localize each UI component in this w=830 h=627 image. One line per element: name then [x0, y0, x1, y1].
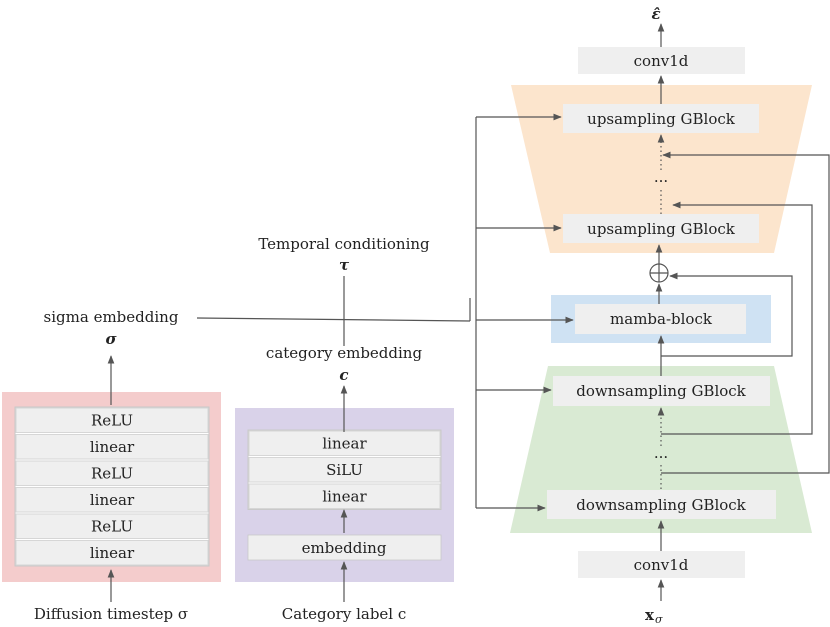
category-symbol: c [339, 366, 348, 384]
sigma-layer-label-5: linear [90, 544, 135, 562]
sigma-layer-label-3: linear [90, 491, 135, 509]
epsilon-hat-output: ε̂ [651, 5, 660, 23]
downsampling-gblock-bottom-label: downsampling GBlock [576, 496, 746, 514]
conv1d-top-label: conv1d [634, 52, 689, 70]
sigma-layer-4 [15, 513, 209, 539]
down-ellipsis: ... [654, 444, 668, 462]
downsampling-gblock-top-label: downsampling GBlock [576, 382, 746, 400]
sigma-layer-5 [15, 540, 209, 566]
sigma-layer-label-2: ReLU [91, 464, 133, 482]
sigma-layer-label-4: ReLU [91, 517, 133, 535]
category-embedding-label: category embedding [266, 344, 423, 362]
x-sigma-input: x [645, 606, 655, 624]
sigma-layer-label-1: linear [90, 438, 135, 456]
embedding-block [247, 534, 442, 561]
diffusion-timestep-label: Diffusion timestep σ [34, 605, 188, 623]
up-ellipsis: ... [654, 168, 668, 186]
category-layer-label-0: linear [322, 434, 367, 452]
conv1d-bottom-block [578, 551, 745, 578]
upsampling-gblock-bottom-label: upsampling GBlock [587, 220, 736, 238]
category-layer-label-2: linear [322, 487, 367, 505]
sigma-bus-line [196, 317, 471, 322]
embedding-label: embedding [302, 539, 387, 557]
category-layer-1 [248, 457, 441, 483]
sigma-stack-frame [14, 406, 210, 567]
skip-connection-outer [661, 151, 830, 474]
mamba-block [575, 304, 746, 334]
category-layer-label-1: SiLU [326, 461, 363, 479]
downsampling-gblock-top [553, 376, 770, 406]
sigma-layer-2 [15, 460, 209, 486]
temporal-conditioning-label: Temporal conditioning [258, 235, 430, 253]
category-layer-2 [248, 483, 441, 509]
upsampling-gblock-top [563, 104, 759, 133]
mamba-block-label: mamba-block [610, 310, 713, 328]
sigma-layer-0 [15, 407, 209, 433]
upsampling-gblock-bottom [563, 214, 759, 243]
sigma-layer-1 [15, 434, 209, 460]
conv1d-top-block [578, 47, 745, 74]
downsampling-gblock-bottom [547, 490, 776, 519]
temporal-symbol: τ [339, 256, 350, 274]
sigma-symbol: σ [105, 330, 117, 348]
skip-connection-mamba [661, 272, 793, 357]
sigma-layer-label-0: ReLU [91, 411, 133, 429]
sigma-layer-3 [15, 487, 209, 513]
sigma-embedding-label: sigma embedding [44, 308, 179, 326]
upsampling-gblock-top-label: upsampling GBlock [587, 110, 736, 128]
conv1d-bottom-label: conv1d [634, 556, 689, 574]
category-layer-0 [248, 430, 441, 456]
x-sigma-subscript: σ [655, 613, 663, 626]
category-label-text: Category label c [282, 605, 407, 623]
skip-connection-inner [661, 201, 813, 435]
